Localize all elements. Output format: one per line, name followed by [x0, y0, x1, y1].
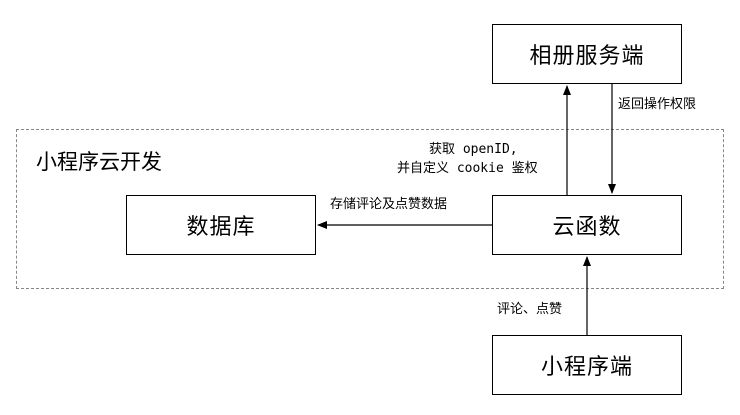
database-node: 数据库 [126, 195, 316, 255]
mini-program-node: 小程序端 [492, 335, 682, 395]
cloud-function-node: 云函数 [492, 195, 682, 255]
database-label: 数据库 [186, 215, 256, 240]
comment-like-label: 评论、点赞 [497, 302, 563, 317]
album-server-node: 相册服务端 [492, 24, 682, 84]
mini-program-label: 小程序端 [540, 355, 633, 380]
return-permissions-label: 返回操作权限 [618, 97, 697, 112]
store-data-label: 存储评论及点赞数据 [330, 197, 448, 212]
cloud-function-label: 云函数 [552, 215, 622, 240]
auth-label-line2: 并自定义 cookie 鉴权 [397, 161, 538, 176]
album-server-label: 相册服务端 [529, 44, 645, 69]
auth-label-line1: 获取 openID, [429, 142, 518, 157]
cloud-dev-container [16, 129, 724, 289]
cloud-dev-container-title: 小程序云开发 [36, 150, 162, 174]
